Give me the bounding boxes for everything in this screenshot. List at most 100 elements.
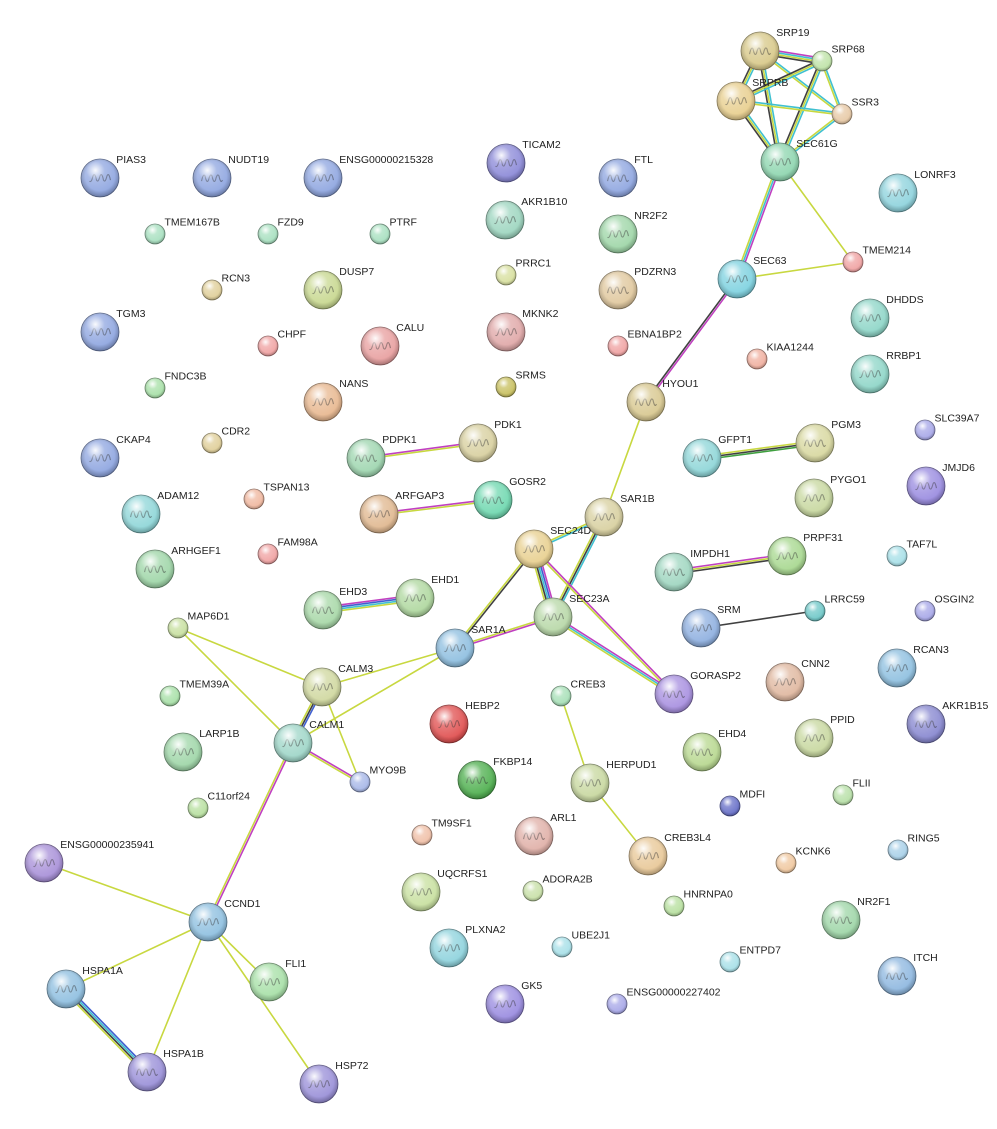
- node-ENTPD7[interactable]: ENTPD7: [719, 945, 781, 973]
- node-SEC23A[interactable]: SEC23A: [533, 593, 610, 637]
- node-SAR1A[interactable]: SAR1A: [435, 624, 506, 668]
- node-RCAN3[interactable]: RCAN3: [877, 644, 949, 688]
- node-NANS[interactable]: NANS: [303, 378, 368, 422]
- node-FNDC3B[interactable]: FNDC3B: [144, 371, 207, 399]
- node-SRP19[interactable]: SRP19: [740, 27, 810, 71]
- node-GOSR2[interactable]: GOSR2: [473, 476, 546, 520]
- node-LRRC59[interactable]: LRRC59: [804, 594, 865, 622]
- node-ENSG00000227402[interactable]: ENSG00000227402: [606, 987, 721, 1015]
- node-CKAP4[interactable]: CKAP4: [80, 434, 151, 478]
- node-ADAM12[interactable]: ADAM12: [121, 490, 199, 534]
- node-TM9SF1[interactable]: TM9SF1: [411, 818, 472, 846]
- node-TMEM167B[interactable]: TMEM167B: [144, 217, 220, 245]
- node-PDK1[interactable]: PDK1: [458, 419, 522, 463]
- node-TMEM214[interactable]: TMEM214: [842, 245, 911, 273]
- node-CREB3[interactable]: CREB3: [550, 679, 606, 707]
- node-TMEM39A[interactable]: TMEM39A: [159, 679, 229, 707]
- node-FZD9[interactable]: FZD9: [257, 217, 304, 245]
- node-MAP6D1[interactable]: MAP6D1: [167, 611, 230, 639]
- node-PRRC1[interactable]: PRRC1: [495, 258, 551, 286]
- node-PIAS3[interactable]: PIAS3: [80, 154, 146, 198]
- node-C11orf24[interactable]: C11orf24: [187, 791, 250, 819]
- node-PTRF[interactable]: PTRF: [369, 217, 417, 245]
- node-UQCRFS1[interactable]: UQCRFS1: [401, 868, 488, 912]
- node-NR2F1[interactable]: NR2F1: [821, 896, 891, 940]
- node-ARL1[interactable]: ARL1: [514, 812, 577, 856]
- node-HYOU1[interactable]: HYOU1: [626, 378, 699, 422]
- node-GORASP2[interactable]: GORASP2: [654, 670, 741, 714]
- node-TSPAN13[interactable]: TSPAN13: [243, 482, 310, 510]
- node-CALM1[interactable]: CALM1: [273, 719, 344, 763]
- node-ENSG00000235941[interactable]: ENSG00000235941: [24, 839, 154, 883]
- node-SSR3[interactable]: SSR3: [831, 97, 879, 125]
- node-HSP72[interactable]: HSP72: [299, 1060, 369, 1104]
- node-FTL[interactable]: FTL: [598, 154, 653, 198]
- node-ARHGEF1[interactable]: ARHGEF1: [135, 545, 221, 589]
- node-LONRF3[interactable]: LONRF3: [878, 169, 956, 213]
- node-EHD1[interactable]: EHD1: [395, 574, 459, 618]
- node-DHDDS[interactable]: DHDDS: [850, 294, 924, 338]
- node-SRM[interactable]: SRM: [681, 604, 741, 648]
- node-CREB3L4[interactable]: CREB3L4: [628, 832, 711, 876]
- node-UBE2J1[interactable]: UBE2J1: [551, 930, 610, 958]
- node-KIAA1244[interactable]: KIAA1244: [746, 342, 814, 370]
- node-GFPT1[interactable]: GFPT1: [682, 434, 752, 478]
- node-ENSG00000215328[interactable]: ENSG00000215328: [303, 154, 433, 198]
- node-RCN3[interactable]: RCN3: [201, 273, 250, 301]
- node-AKR1B15[interactable]: AKR1B15: [906, 700, 989, 744]
- node-CHPF[interactable]: CHPF: [257, 329, 306, 357]
- node-PDZRN3[interactable]: PDZRN3: [598, 266, 676, 310]
- node-SEC24D[interactable]: SEC24D: [514, 525, 592, 569]
- node-ARFGAP3[interactable]: ARFGAP3: [359, 490, 444, 534]
- node-PGM3[interactable]: PGM3: [795, 419, 861, 463]
- node-LARP1B[interactable]: LARP1B: [163, 728, 240, 772]
- node-RING5[interactable]: RING5: [887, 833, 940, 861]
- node-TGM3[interactable]: TGM3: [80, 308, 146, 352]
- node-CDR2[interactable]: CDR2: [201, 426, 250, 454]
- node-SRPRB[interactable]: SRPRB: [716, 77, 788, 121]
- node-DUSP7[interactable]: DUSP7: [303, 266, 374, 310]
- node-IMPDH1[interactable]: IMPDH1: [654, 548, 730, 592]
- node-CALU[interactable]: CALU: [360, 322, 424, 366]
- node-GK5[interactable]: GK5: [485, 980, 542, 1024]
- node-PPID[interactable]: PPID: [794, 714, 855, 758]
- node-SRMS[interactable]: SRMS: [495, 370, 546, 398]
- node-JMJD6[interactable]: JMJD6: [906, 462, 975, 506]
- node-HNRNPA0[interactable]: HNRNPA0: [663, 889, 733, 917]
- node-HEBP2[interactable]: HEBP2: [429, 700, 500, 744]
- node-SEC63[interactable]: SEC63: [717, 255, 787, 299]
- node-AKR1B10[interactable]: AKR1B10: [485, 196, 568, 240]
- node-NUDT19[interactable]: NUDT19: [192, 154, 269, 198]
- node-SEC61G[interactable]: SEC61G: [760, 138, 838, 182]
- node-PDPK1[interactable]: PDPK1: [346, 434, 417, 478]
- node-FAM98A[interactable]: FAM98A: [257, 537, 318, 565]
- node-RRBP1[interactable]: RRBP1: [850, 350, 921, 394]
- node-NR2F2[interactable]: NR2F2: [598, 210, 668, 254]
- node-CNN2[interactable]: CNN2: [765, 658, 830, 702]
- node-OSGIN2[interactable]: OSGIN2: [914, 594, 974, 622]
- node-MKNK2[interactable]: MKNK2: [486, 308, 559, 352]
- node-ADORA2B[interactable]: ADORA2B: [522, 874, 593, 902]
- node-PRPF31[interactable]: PRPF31: [767, 532, 843, 576]
- node-EBNA1BP2[interactable]: EBNA1BP2: [607, 329, 682, 357]
- node-SAR1B[interactable]: SAR1B: [584, 493, 655, 537]
- node-SLC39A7[interactable]: SLC39A7: [914, 413, 980, 441]
- node-FLII[interactable]: FLII: [832, 778, 871, 806]
- node-CCND1[interactable]: CCND1: [188, 898, 261, 942]
- node-KCNK6[interactable]: KCNK6: [775, 846, 831, 874]
- node-HSPA1A[interactable]: HSPA1A: [46, 965, 123, 1009]
- node-TICAM2[interactable]: TICAM2: [486, 139, 561, 183]
- node-PLXNA2[interactable]: PLXNA2: [429, 924, 506, 968]
- node-ITCH[interactable]: ITCH: [877, 952, 938, 996]
- node-PYGO1[interactable]: PYGO1: [794, 474, 867, 518]
- node-EHD3[interactable]: EHD3: [303, 586, 367, 630]
- node-EHD4[interactable]: EHD4: [682, 728, 746, 772]
- node-FKBP14[interactable]: FKBP14: [457, 756, 533, 800]
- node-CALM3[interactable]: CALM3: [302, 663, 373, 707]
- node-FLI1[interactable]: FLI1: [249, 958, 306, 1002]
- node-HERPUD1[interactable]: HERPUD1: [570, 759, 657, 803]
- node-MDFI[interactable]: MDFI: [719, 789, 765, 817]
- node-HSPA1B[interactable]: HSPA1B: [127, 1048, 204, 1092]
- node-TAF7L[interactable]: TAF7L: [886, 539, 937, 567]
- node-MYO9B[interactable]: MYO9B: [349, 765, 406, 793]
